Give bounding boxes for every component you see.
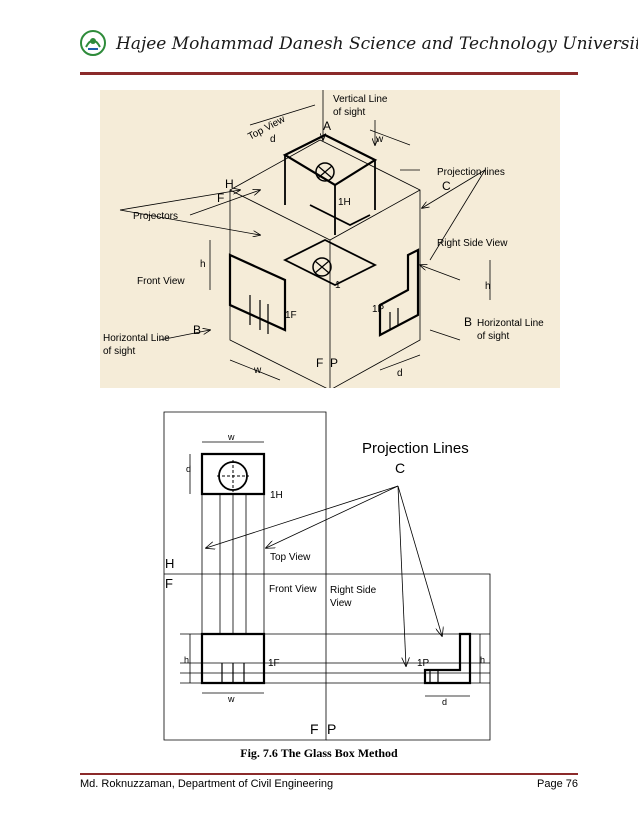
label-1P: 1P: [372, 304, 385, 315]
label-B-right: B: [464, 315, 472, 329]
label-1: 1: [335, 280, 341, 291]
label-C: C: [442, 179, 451, 193]
label-F-bottom: F: [316, 356, 323, 370]
label-front-view: Front View: [269, 584, 317, 595]
label-right-side: Right Side: [330, 585, 377, 596]
glass-box-unfolded-drawing: [163, 411, 491, 741]
glass-box-pictorial-drawing: [119, 90, 491, 391]
label-1H: 1H: [270, 490, 283, 501]
label-A: A: [323, 119, 331, 133]
label-projection-lines: Projection Lines: [362, 440, 469, 457]
glass-box-pictorial-labels: Vertical Line of sight A Top View d w Pr…: [103, 94, 544, 379]
label-h-right: h: [485, 281, 491, 292]
label-C: C: [395, 460, 405, 476]
glass-box-unfolded-labels: w d Projection Lines C 1H Top View H F F…: [165, 432, 485, 737]
label-1P: 1P: [417, 658, 430, 669]
label-projectors: Projectors: [133, 211, 178, 222]
label-P: P: [330, 356, 338, 370]
label-of-sight-top: of sight: [333, 107, 365, 118]
label-F-top: F: [217, 191, 224, 205]
label-h-left: h: [200, 259, 206, 270]
label-w-bottom: w: [253, 365, 262, 376]
label-d-bottom: d: [442, 697, 447, 707]
label-h-left: h: [184, 655, 189, 665]
label-w-top: w: [227, 432, 235, 442]
label-d: d: [186, 464, 191, 474]
university-logo-icon: [80, 30, 106, 56]
label-P: P: [327, 721, 336, 737]
glass-box-pictorial-figure: Vertical Line of sight A Top View d w Pr…: [100, 90, 560, 391]
label-H: H: [165, 556, 174, 571]
university-name: Hajee Mohammad Danesh Science and Techno…: [116, 34, 638, 54]
label-view: View: [330, 598, 352, 609]
label-1F: 1F: [285, 310, 297, 321]
label-w-top: w: [375, 134, 384, 145]
label-horizontal-line-right: Horizontal Line: [477, 318, 544, 329]
label-B-left: B: [193, 323, 201, 337]
label-F-left: F: [165, 576, 173, 591]
footer-rule: [80, 773, 578, 775]
label-1F: 1F: [268, 658, 280, 669]
label-h-right: h: [480, 655, 485, 665]
label-right-side-view: Right Side View: [437, 238, 508, 249]
label-projection-lines: Projection lines: [437, 167, 505, 178]
page-header: Hajee Mohammad Danesh Science and Techno…: [80, 30, 638, 74]
footer-author: Md. Roknuzzaman, Department of Civil Eng…: [80, 778, 334, 790]
label-top-view: Top View: [270, 552, 311, 563]
label-of-sight-right: of sight: [477, 331, 509, 342]
label-vertical-line: Vertical Line: [333, 94, 388, 105]
label-of-sight-left: of sight: [103, 346, 135, 357]
glass-box-unfolded-figure: w d Projection Lines C 1H Top View H F F…: [160, 408, 492, 744]
label-d-top: d: [270, 134, 276, 145]
label-w-bottom: w: [227, 694, 235, 704]
header-rule: [80, 72, 578, 75]
label-1H: 1H: [338, 197, 351, 208]
label-H: H: [225, 177, 234, 191]
figure-caption: Fig. 7.6 The Glass Box Method: [240, 746, 398, 760]
label-front-view: Front View: [137, 276, 185, 287]
label-top-view: Top View: [246, 114, 288, 143]
label-d-bottom: d: [397, 368, 403, 379]
label-horizontal-line-left: Horizontal Line: [103, 333, 170, 344]
label-F-bottom: F: [310, 721, 319, 737]
page-number: Page 76: [537, 778, 578, 790]
